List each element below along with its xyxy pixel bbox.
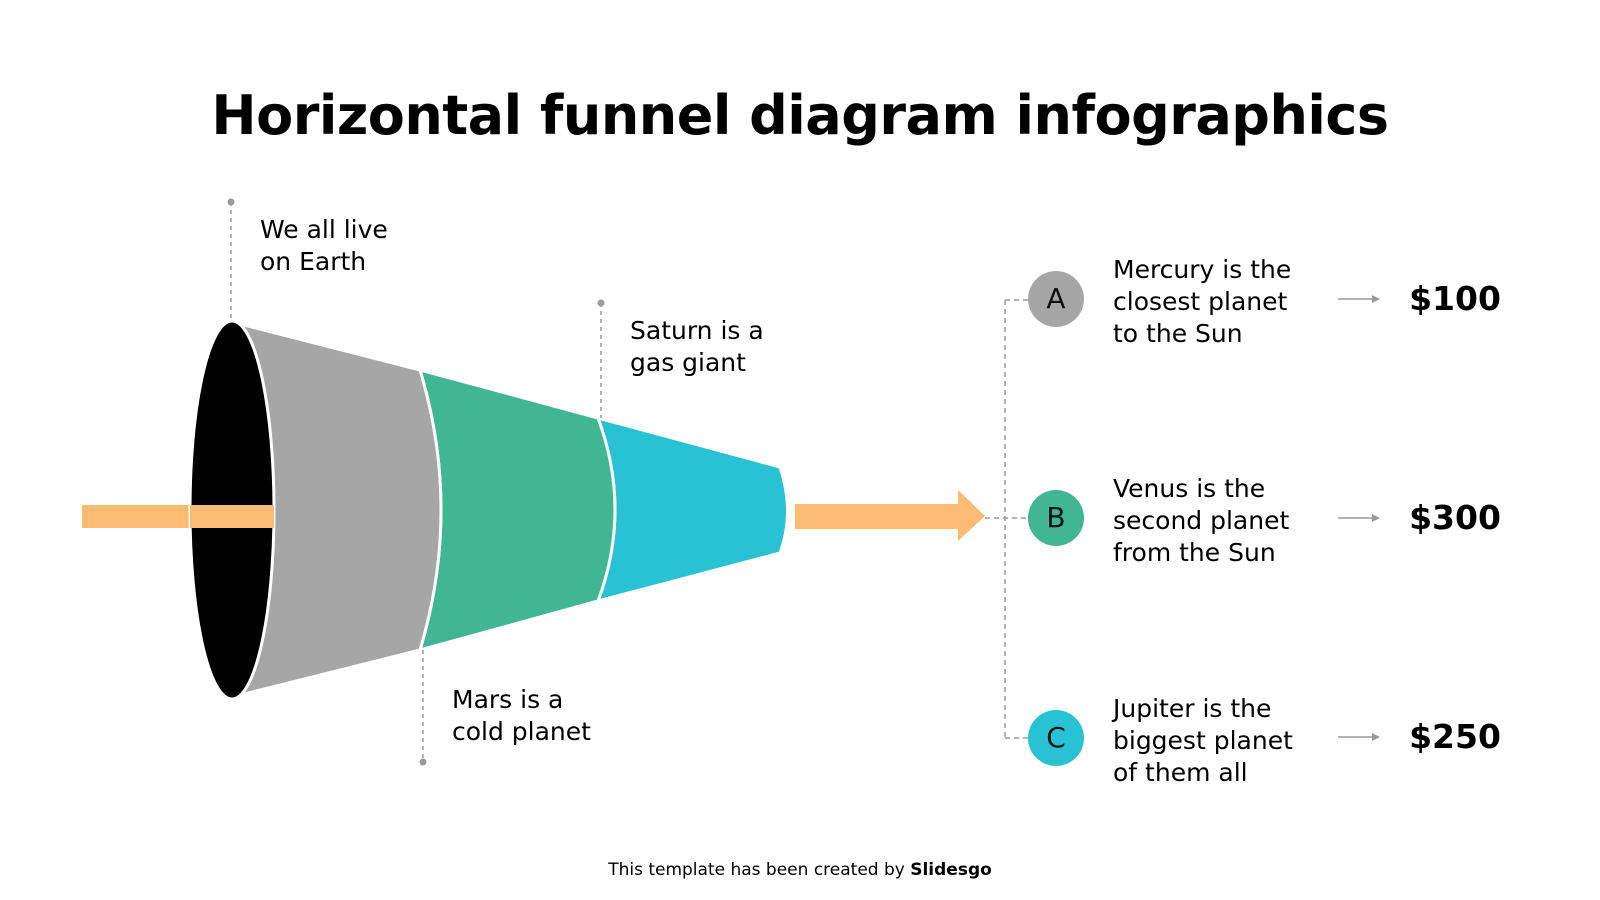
option-b-badge: B [1028, 490, 1084, 546]
option-b-price: $300 [1409, 498, 1501, 537]
option-c-text: Jupiter is the biggest planet of them al… [1113, 694, 1293, 787]
leader-dot-saturn [597, 299, 605, 307]
price-arrows [1338, 295, 1380, 741]
options-bracket [985, 299, 1028, 739]
output-arrow [795, 490, 985, 541]
funnel-segment-cyan [595, 415, 789, 604]
leader-dot-mars [419, 758, 427, 766]
label-mars: Mars is a cold planet [452, 685, 591, 746]
page-title: Horizontal funnel diagram infographics [211, 84, 1389, 147]
option-a-badge: A [1028, 271, 1084, 327]
option-a-price: $100 [1409, 279, 1501, 318]
label-saturn: Saturn is a gas giant [630, 316, 764, 377]
option-c-badge: C [1028, 710, 1084, 766]
option-b-text: Venus is the second planet from the Sun [1113, 474, 1290, 567]
footer-brand[interactable]: Slidesgo [910, 860, 992, 880]
option-a-text: Mercury is the closest planet to the Sun [1113, 255, 1292, 348]
leader-dot-earth [227, 198, 235, 206]
footer-prefix: This template has been created by [608, 860, 911, 880]
footer-credit: This template has been created by Slides… [0, 860, 1600, 880]
label-earth: We all live on Earth [260, 215, 388, 276]
option-c-price: $250 [1409, 717, 1501, 756]
leader-lines [230, 202, 602, 762]
funnel-segment-green [417, 367, 617, 653]
mouth-arrow-bar [190, 505, 274, 528]
